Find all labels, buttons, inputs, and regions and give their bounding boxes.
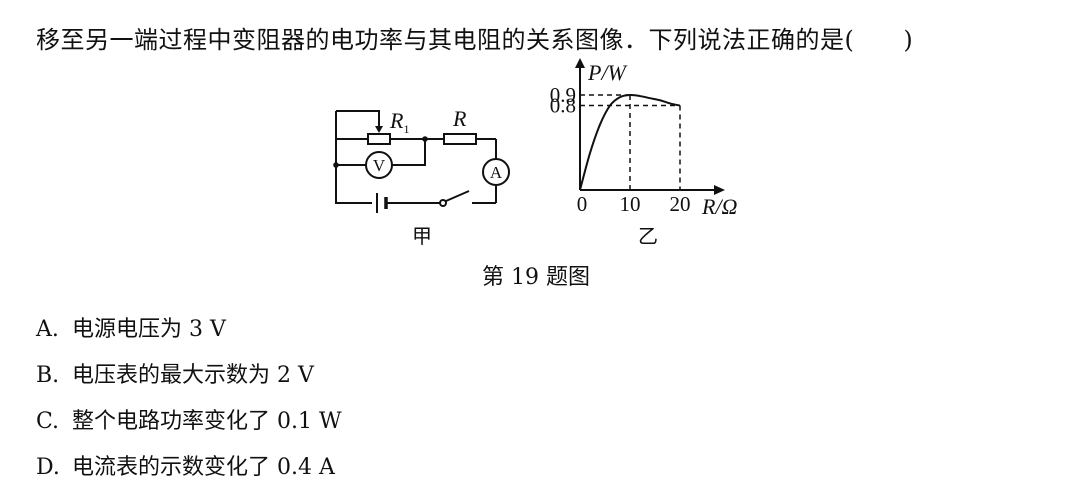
circuit-wire-top bbox=[336, 110, 380, 128]
y-axis-arrow bbox=[575, 58, 585, 68]
y-axis-label: P/W bbox=[587, 60, 628, 85]
resistor-label: R bbox=[452, 106, 467, 131]
figure-caption: 第 19 题图 bbox=[482, 265, 590, 290]
x-tick-label: 10 bbox=[620, 192, 641, 216]
figure: R1 R V A 甲 10 20 0.80.9 P/W R/Ω 0 乙 bbox=[333, 58, 738, 248]
option-c[interactable]: C. 整个电路功率变化了 0.1 W bbox=[36, 403, 342, 435]
rheostat-r1 bbox=[367, 133, 391, 145]
voltmeter-wire-right bbox=[392, 139, 426, 166]
x-axis-arrow bbox=[714, 185, 725, 195]
circuit-diagram bbox=[335, 110, 510, 213]
option-d-letter: D. bbox=[36, 455, 60, 480]
dashed-guides bbox=[580, 94, 681, 190]
graph-caption: 乙 bbox=[638, 226, 658, 248]
question-stem: 移至另一端过程中变阻器的电功率与其电阻的关系图像．下列说法正确的是( ) bbox=[36, 26, 914, 54]
rheostat-label: R1 bbox=[389, 108, 409, 136]
y-tick-label: 0.8 bbox=[550, 94, 576, 118]
option-b-text: 电压表的最大示数为 2 V bbox=[72, 363, 314, 388]
resistor-r bbox=[443, 133, 477, 145]
y-tick-label: 0.9 bbox=[550, 83, 576, 107]
option-b-letter: B. bbox=[36, 363, 60, 388]
option-d[interactable]: D. 电流表的示数变化了 0.4 A bbox=[36, 449, 335, 481]
switch-lever bbox=[445, 190, 470, 202]
voltmeter-label: V bbox=[373, 156, 386, 175]
option-b[interactable]: B. 电压表的最大示数为 2 V bbox=[36, 357, 314, 389]
option-d-text: 电流表的示数变化了 0.4 A bbox=[72, 455, 335, 480]
origin-label: 0 bbox=[577, 192, 588, 216]
option-a-text: 电源电压为 3 V bbox=[72, 317, 226, 342]
x-tick-label: 20 bbox=[670, 192, 691, 216]
circuit-caption: 甲 bbox=[412, 226, 432, 248]
option-a-letter: A. bbox=[36, 317, 59, 342]
graph-axes bbox=[575, 58, 725, 195]
circuit-wire-left bbox=[335, 111, 372, 204]
junction-node-right bbox=[422, 136, 428, 142]
rheostat-slider-arrow bbox=[375, 126, 383, 133]
junction-node-left bbox=[333, 162, 339, 168]
option-c-text: 整个电路功率变化了 0.1 W bbox=[72, 409, 342, 434]
switch-contact bbox=[439, 199, 447, 207]
option-a[interactable]: A. 电源电压为 3 V bbox=[36, 311, 226, 343]
x-axis-label: R/Ω bbox=[701, 194, 738, 219]
ammeter-label: A bbox=[490, 163, 503, 182]
tick-labels: 10 20 0.80.9 bbox=[550, 83, 691, 216]
option-c-letter: C. bbox=[36, 409, 60, 434]
power-curve-layer bbox=[579, 93, 681, 191]
power-curve bbox=[579, 93, 681, 191]
